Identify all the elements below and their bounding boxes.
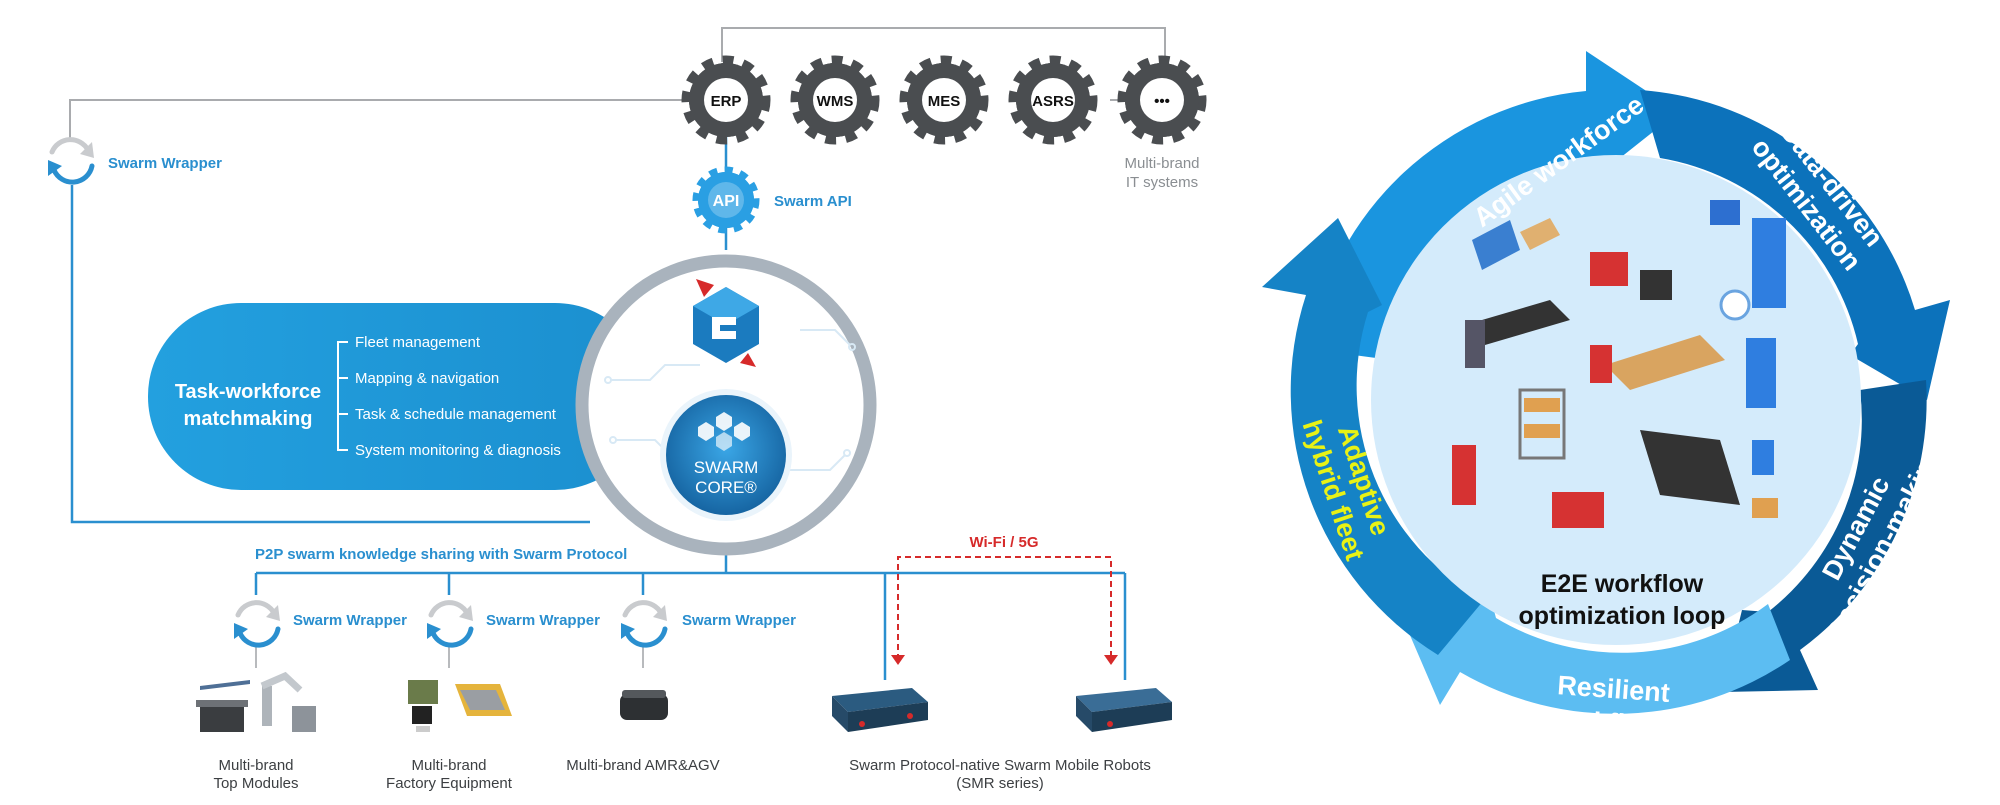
- sync-icon: [427, 600, 474, 648]
- gear-label-mes: MES: [928, 93, 961, 110]
- blue-connector-lines: [70, 130, 1127, 680]
- api-gear-icon: API: [692, 166, 760, 234]
- caption-factory-2: Factory Equipment: [386, 775, 513, 792]
- optimization-loop: E2E workflow optimization loop Agile wor…: [1262, 51, 1950, 743]
- arrow-adaptive-fleet: [1262, 218, 1484, 655]
- core-badge-line1: SWARM: [694, 458, 759, 477]
- gear-label-erp: ERP: [711, 93, 742, 110]
- top-wrapper-label: Swarm Wrapper: [108, 155, 222, 172]
- core-badge-line2: CORE®: [695, 478, 757, 497]
- it-caption-line2: IT systems: [1126, 174, 1198, 191]
- caption-smr-1: Swarm Protocol-native Swarm Mobile Robot…: [849, 757, 1151, 774]
- gear-label-wms: WMS: [817, 93, 854, 110]
- sync-icon: [621, 600, 668, 648]
- it-caption-line1: Multi-brand: [1124, 155, 1199, 172]
- p2p-label: P2P swarm knowledge sharing with Swarm P…: [255, 546, 627, 563]
- arrow-agile-workforce: [1309, 51, 1678, 358]
- swarm-core-hub: SWARM CORE®: [575, 254, 877, 556]
- it-gears: ERP WMS MES ASRS: [681, 55, 1207, 145]
- loop-center-title-1: E2E workflow: [1541, 570, 1704, 598]
- smr-robot-illustration-1: [832, 688, 928, 732]
- architecture-diagram: Wi-Fi / 5G ERP WMS MES: [48, 27, 1207, 792]
- api-badge-text: API: [713, 193, 740, 210]
- wrapper-stems: [255, 645, 644, 668]
- wrapper-label-2: Swarm Wrapper: [486, 612, 600, 629]
- caption-smr-2: (SMR series): [956, 775, 1044, 792]
- wrapper-factory-equipment: Swarm Wrapper: [427, 600, 600, 648]
- wrapper-label-3: Swarm Wrapper: [682, 612, 796, 629]
- wms-gear-icon: WMS: [790, 55, 880, 145]
- capability-item-task: Task & schedule management: [355, 406, 557, 423]
- swarm-core-badge: SWARM CORE®: [660, 389, 792, 521]
- caption-top-modules-2: Top Modules: [213, 775, 298, 792]
- warehouse-illustration: [1452, 200, 1786, 528]
- caption-amr-agv: Multi-brand AMR&AGV: [566, 757, 719, 774]
- top-swarm-wrapper: Swarm Wrapper: [48, 137, 222, 185]
- smr-robot-illustration-2: [1076, 688, 1172, 732]
- swarm-api-label: Swarm API: [774, 193, 852, 210]
- arrow-data-driven: [1640, 90, 1950, 400]
- caption-factory-1: Multi-brand: [411, 757, 486, 774]
- sync-icon: [234, 600, 281, 648]
- capability-item-monitoring: System monitoring & diagnosis: [355, 442, 561, 459]
- capability-bracket: [337, 341, 348, 451]
- loop-center-title-2: optimization loop: [1519, 602, 1726, 630]
- wifi-label: Wi-Fi / 5G: [969, 534, 1038, 551]
- hexagon-cluster-icon: [698, 412, 750, 451]
- more-gear-icon: •••: [1117, 55, 1207, 145]
- wrapper-top-modules: Swarm Wrapper: [234, 600, 407, 648]
- company-logo-icon: [693, 279, 759, 367]
- gear-label-more: •••: [1154, 93, 1170, 110]
- capability-title-line1: Task-workforce: [175, 381, 321, 403]
- capability-item-mapping: Mapping & navigation: [355, 370, 499, 387]
- capability-title-line2: matchmaking: [184, 408, 313, 430]
- it-connector-lines: [69, 27, 1166, 140]
- loop-arrow-ring: [1262, 51, 1950, 714]
- caption-top-modules-1: Multi-brand: [218, 757, 293, 774]
- amr-agv-illustration: [620, 690, 668, 720]
- capability-item-fleet: Fleet management: [355, 334, 481, 351]
- capability-panel: Task-workforce matchmaking Fleet managem…: [148, 303, 648, 490]
- loop-inner-circle: [1371, 155, 1861, 645]
- sync-icon: [48, 137, 95, 185]
- top-modules-illustration: [196, 671, 316, 732]
- arrow-resilient-workflows: [1400, 588, 1790, 714]
- erp-gear-icon: ERP: [681, 55, 771, 145]
- gear-label-asrs: ASRS: [1032, 93, 1074, 110]
- wrapper-label-1: Swarm Wrapper: [293, 612, 407, 629]
- wrapper-amr-agv: Swarm Wrapper: [621, 600, 796, 648]
- asrs-gear-icon: ASRS: [1008, 55, 1098, 145]
- wifi-link: Wi-Fi / 5G: [891, 534, 1118, 665]
- arrow-dynamic-decision: [1722, 380, 1927, 692]
- factory-equipment-illustration: [408, 680, 512, 732]
- mes-gear-icon: MES: [899, 55, 989, 145]
